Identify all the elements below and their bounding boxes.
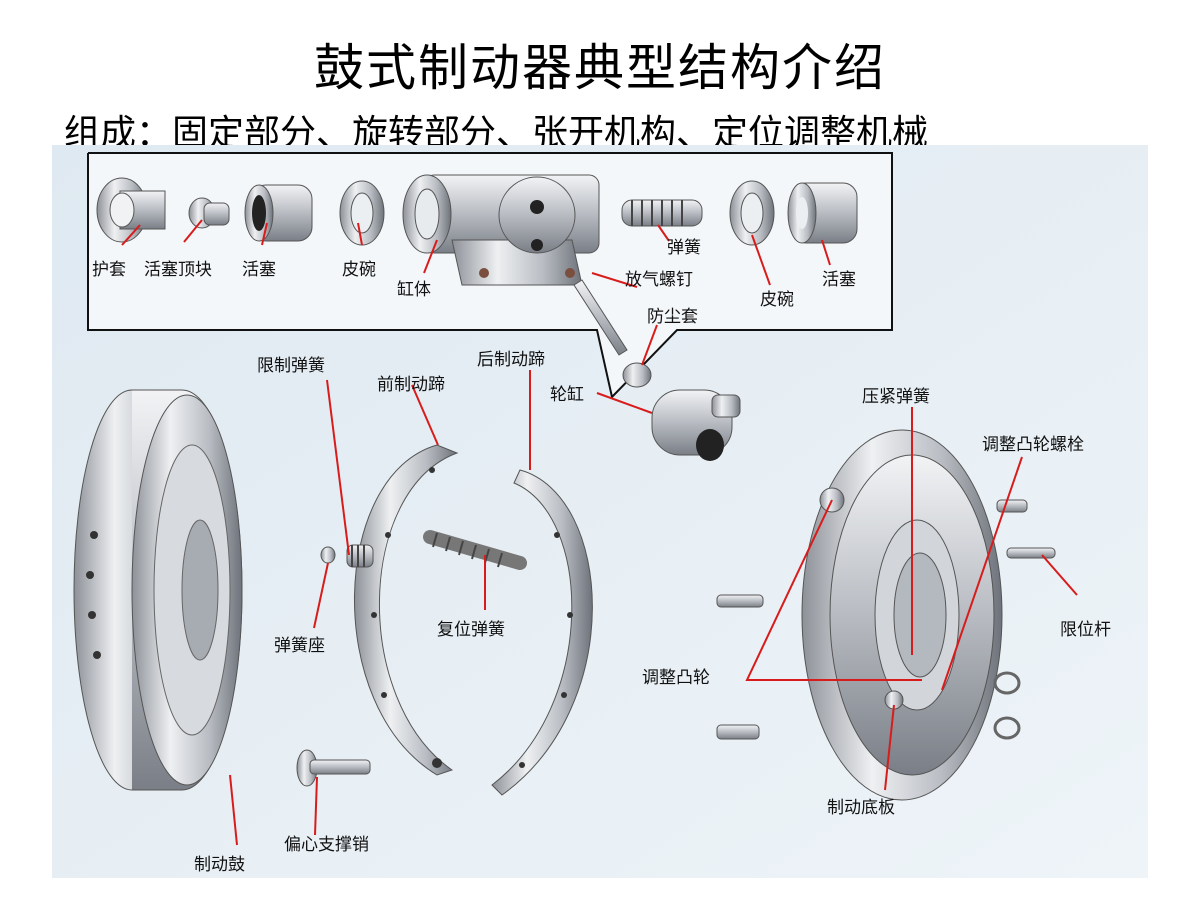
- label-spring: 弹簧: [667, 238, 701, 258]
- piston-left-part: [244, 184, 313, 242]
- label-limit-spring: 限制弹簧: [257, 356, 325, 376]
- wheel-cylinder-assembly: [651, 389, 741, 461]
- eccentric-pin-part: [296, 749, 371, 787]
- label-piston-left: 活塞: [242, 260, 276, 280]
- label-adjust-cam-bolt: 调整凸轮螺栓: [982, 435, 1084, 455]
- dust-cover-part: [622, 362, 652, 388]
- piston-top-block-part: [188, 197, 230, 229]
- drum-brake-exploded-diagram: 护套 活塞顶块 活塞 皮碗 缸体 弹簧 放气螺钉 防尘套 皮碗 活塞 限制弹簧 …: [52, 145, 1148, 878]
- limit-spring-part: [320, 544, 374, 568]
- label-return-spring: 复位弹簧: [437, 620, 505, 640]
- cup-left-part: [339, 180, 385, 246]
- label-brake-backing-plate: 制动底板: [827, 798, 895, 818]
- label-adjust-cam: 调整凸轮: [642, 668, 710, 688]
- bleed-screw-part: [573, 279, 628, 356]
- protective-sleeve-part: [96, 177, 166, 243]
- label-eccentric-pin: 偏心支撑销: [284, 835, 369, 855]
- label-brake-drum: 制动鼓: [194, 855, 245, 875]
- label-dust-cover: 防尘套: [647, 307, 698, 327]
- brake-backing-plate-part: [801, 429, 1003, 801]
- wheel-cylinder-inset: [87, 152, 893, 400]
- spring-part: [621, 199, 703, 227]
- leader-lines: [121, 219, 1078, 846]
- label-piston-top-block: 活塞顶块: [144, 260, 212, 280]
- label-cylinder-body: 缸体: [397, 279, 431, 300]
- label-front-shoe: 前制动蹄: [377, 375, 445, 395]
- label-spring-seat: 弹簧座: [274, 636, 325, 656]
- label-cup-left: 皮碗: [342, 260, 376, 280]
- label-rear-shoe: 后制动蹄: [477, 350, 545, 370]
- brake-drum-part: [73, 389, 243, 791]
- return-spring-part: [423, 530, 527, 570]
- label-piston-right: 活塞: [822, 270, 856, 290]
- label-bleed-screw: 放气螺钉: [625, 270, 693, 290]
- slide-title: 鼓式制动器典型结构介绍: [314, 39, 886, 97]
- label-protective-sleeve: 护套: [92, 260, 126, 280]
- cylinder-body-part: [402, 174, 600, 286]
- label-wheel-cylinder: 轮缸: [550, 384, 584, 405]
- piston-right-part: [787, 182, 858, 244]
- cup-right-part: [729, 180, 775, 246]
- front-brake-shoe-part: [354, 444, 459, 776]
- label-limit-rod: 限位杆: [1060, 620, 1111, 640]
- label-pressure-spring: 压紧弹簧: [862, 387, 930, 407]
- rear-brake-shoe-part: [491, 469, 593, 796]
- label-cup-right: 皮碗: [760, 290, 794, 310]
